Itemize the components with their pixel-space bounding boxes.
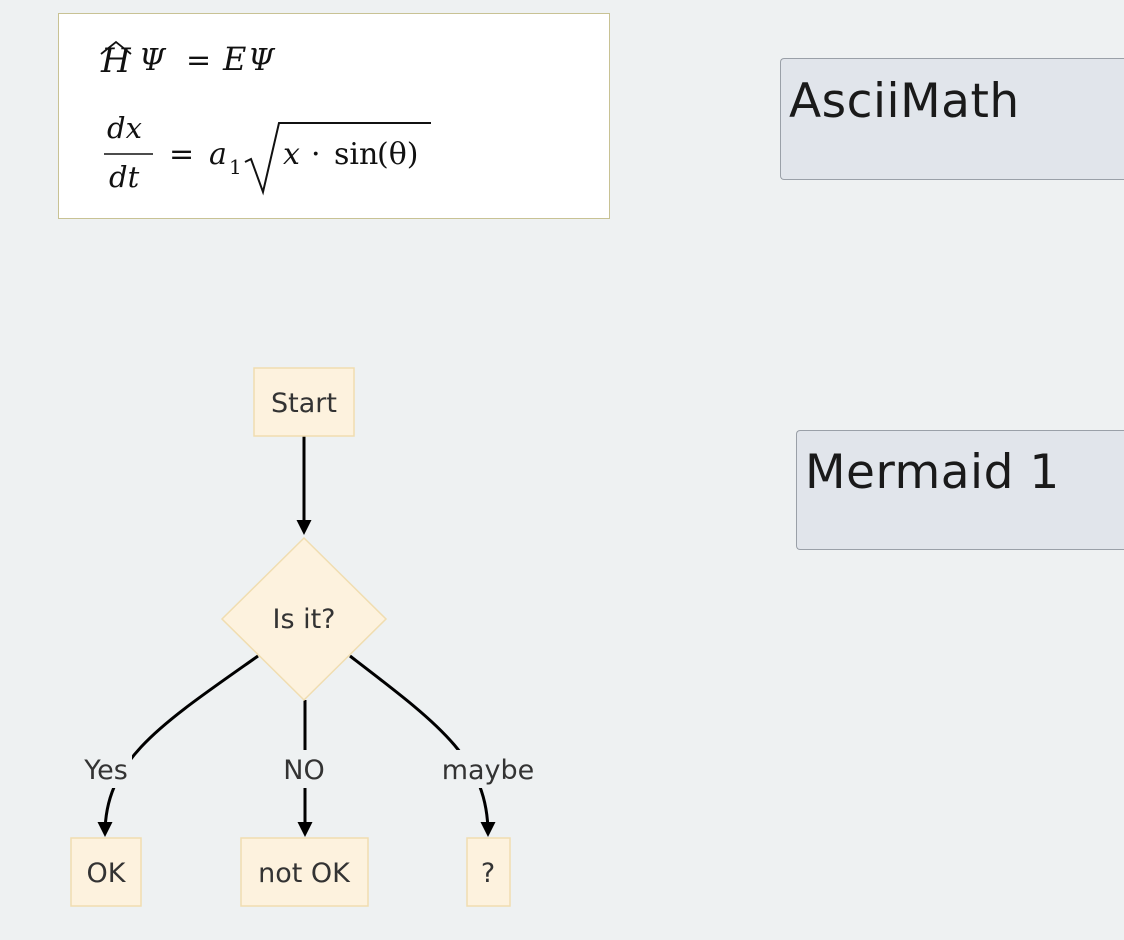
sin-function: sin xyxy=(334,137,378,172)
radicand-x: x xyxy=(283,137,300,172)
coefficient-a: a xyxy=(209,137,227,172)
node-decision: Is it? xyxy=(220,536,388,702)
node-unknown: ? xyxy=(466,837,511,907)
node-start: Start xyxy=(253,367,355,437)
edge-maybe xyxy=(349,654,496,837)
edge-label-no: NO xyxy=(280,750,330,788)
equation-derivative: dx dt = a 1 x · sin (θ) xyxy=(104,111,431,196)
edge-label-no-text: NO xyxy=(283,755,324,786)
asciimath-label-box: AsciiMath xyxy=(780,58,1124,180)
fraction-denominator: dt xyxy=(109,160,140,194)
node-not-ok-label: not OK xyxy=(258,858,351,889)
edge-label-yes: Yes xyxy=(80,750,132,788)
math-equations: H Ψ = E Ψ dx dt = a 1 x · sin (θ) xyxy=(100,40,431,196)
equals-sign: = xyxy=(169,137,194,172)
flowchart-diagram: Yes NO maybe Start Is it? OK not OK ? xyxy=(70,367,536,907)
operator-H: H xyxy=(100,41,132,81)
hat-accent xyxy=(100,40,132,55)
multiplication-dot: · xyxy=(311,137,321,172)
equals-sign: = xyxy=(186,43,211,78)
theta-argument: (θ) xyxy=(377,137,418,172)
edge-yes xyxy=(97,654,259,837)
equation-schrodinger: H Ψ = E Ψ xyxy=(100,40,276,81)
node-ok: OK xyxy=(70,837,142,907)
node-ok-label: OK xyxy=(87,858,127,889)
math-panel: H Ψ = E Ψ dx dt = a 1 x · sin (θ) xyxy=(58,13,610,219)
psi-symbol: Ψ xyxy=(139,43,167,78)
edge-label-maybe: maybe xyxy=(440,750,536,788)
fraction-numerator: dx xyxy=(107,111,142,145)
node-decision-label: Is it? xyxy=(272,604,335,635)
edge-label-maybe-text: maybe xyxy=(442,755,535,786)
mermaid-label-box: Mermaid 1 xyxy=(796,430,1124,550)
node-start-label: Start xyxy=(271,388,337,419)
subscript-1: 1 xyxy=(229,155,242,179)
radical-sign xyxy=(244,122,431,196)
psi-symbol: Ψ xyxy=(248,43,276,78)
edge-label-yes-text: Yes xyxy=(83,755,128,786)
node-not-ok: not OK xyxy=(240,837,369,907)
energy-E: E xyxy=(222,40,246,78)
node-unknown-label: ? xyxy=(481,858,495,889)
